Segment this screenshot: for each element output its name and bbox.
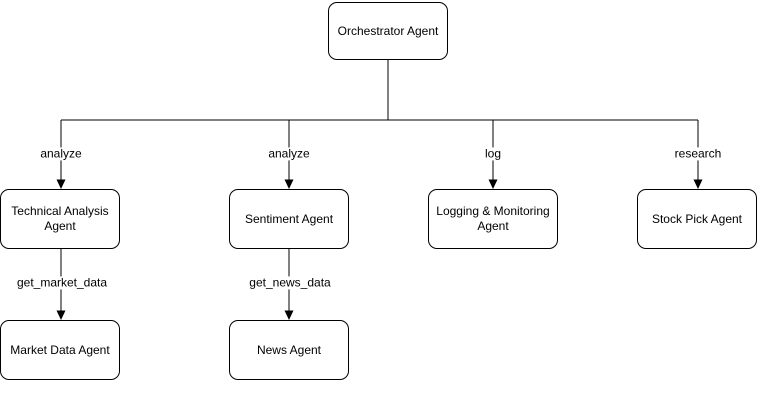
node-stock-pick-agent[interactable]: Stock Pick Agent	[637, 189, 757, 249]
edge-label-research: research	[672, 146, 724, 161]
node-logging-monitoring-agent[interactable]: Logging & Monitoring Agent	[428, 189, 558, 249]
edge-label-log: log	[482, 146, 504, 161]
node-news-agent[interactable]: News Agent	[229, 320, 349, 380]
arrowhead-logging	[488, 179, 498, 189]
edge-label-get-market-data: get_market_data	[14, 275, 110, 290]
node-market-data-agent[interactable]: Market Data Agent	[0, 320, 120, 380]
arrowhead-market-data	[56, 310, 66, 320]
arrowhead-news	[284, 310, 294, 320]
edge-label-get-news-data: get_news_data	[247, 275, 333, 290]
node-label: Technical Analysis Agent	[11, 204, 109, 233]
node-label: Logging & Monitoring Agent	[436, 204, 550, 233]
node-label: Market Data Agent	[10, 342, 110, 357]
node-label: Stock Pick Agent	[651, 211, 743, 226]
arrowhead-sentiment	[284, 179, 294, 189]
node-label: Orchestrator Agent	[337, 23, 439, 38]
node-sentiment-agent[interactable]: Sentiment Agent	[229, 189, 349, 249]
edge-label-analyze-technical: analyze	[38, 146, 84, 161]
node-label: News Agent	[256, 342, 322, 357]
arrowhead-stock-pick	[693, 179, 703, 189]
arrowhead-technical	[56, 179, 66, 189]
node-technical-analysis-agent[interactable]: Technical Analysis Agent	[0, 189, 120, 249]
node-label: Sentiment Agent	[244, 211, 334, 226]
edge-label-analyze-sentiment: analyze	[266, 146, 312, 161]
node-orchestrator-agent[interactable]: Orchestrator Agent	[328, 2, 448, 60]
